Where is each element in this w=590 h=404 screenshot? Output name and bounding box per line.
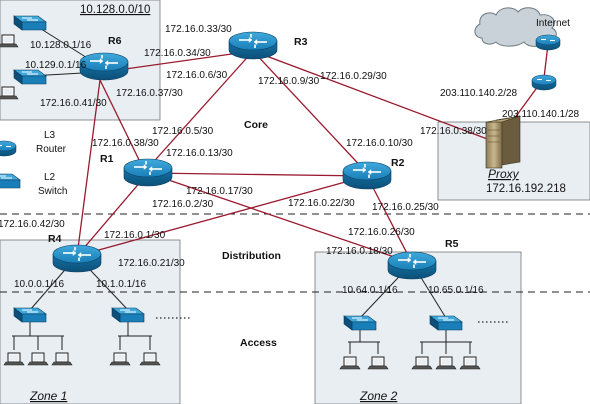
ip-r3-r1: 172.16.0.6/30 (166, 70, 228, 81)
legend-l2-line2: Switch (38, 186, 67, 197)
router-r6[interactable] (79, 52, 129, 81)
legend-l2-line1: L2 (44, 172, 56, 183)
router-r6-label: R6 (108, 35, 122, 47)
ip-r1-r4: 172.16.0.2/30 (152, 199, 214, 210)
link-r6-r4 (76, 79, 101, 257)
router-isp[interactable] (531, 74, 557, 91)
zone1-switch-right[interactable] (111, 307, 145, 323)
internet-cloud: Internet (474, 7, 570, 47)
ip-r1-r3: 172.16.0.5/30 (152, 126, 214, 137)
proxy-ip-label: 172.16.192.218 (486, 183, 566, 195)
ip-r3-r6: 172.16.0.33/30 (165, 24, 232, 35)
ip-r1-r6: 172.16.0.38/30 (92, 138, 159, 149)
zone1-label: Zone 1 (29, 389, 67, 403)
router-r4[interactable] (52, 244, 102, 273)
link-r3-proxy (252, 50, 491, 141)
r6-switch-top[interactable] (13, 15, 47, 31)
ip-r3-proxy: 172.16.0.29/30 (320, 71, 387, 82)
dotted-continuations (156, 317, 508, 323)
link-r2-r5 (366, 175, 413, 264)
router-r3-label: R3 (294, 36, 308, 48)
ip-r6-lan1: 10.128.0.1/16 (30, 40, 92, 51)
layer-core-label: Core (244, 119, 268, 131)
ip-r5-r1: 172.16.0.18/30 (326, 246, 393, 257)
r6-switch-bottom[interactable] (13, 69, 47, 85)
ip-r6-r1: 172.16.0.37/30 (116, 88, 183, 99)
proxy-server[interactable] (485, 115, 521, 169)
link-r6-r1 (99, 79, 144, 169)
ip-r4-lan2: 10.1.0.1/16 (96, 279, 146, 290)
ip-r5-r2: 172.16.0.26/30 (348, 227, 415, 238)
layer-distribution-label: Distribution (222, 250, 281, 262)
legend-l3-line1: L3 (44, 130, 56, 141)
router-r1[interactable] (123, 158, 173, 187)
ip-r4-r6: 172.16.0.42/30 (0, 219, 65, 230)
legend-switch-icon (0, 173, 21, 189)
ip-isp-down: 203.110.140.1/28 (502, 109, 580, 120)
router-r2-label: R2 (391, 157, 405, 169)
zone1-switch-left[interactable] (13, 307, 47, 323)
router-r5-label: R5 (445, 238, 459, 250)
router-r3[interactable] (228, 31, 278, 60)
proxy-label: Proxy (488, 167, 520, 181)
router-r4-label: R4 (48, 233, 62, 245)
legend: L3 Router L2 Switch (0, 130, 67, 197)
ip-r1-r5: 172.16.0.17/30 (186, 186, 253, 197)
link-r1-r4 (76, 172, 149, 257)
legend-router-icon (0, 140, 17, 157)
link-r1-r5 (147, 172, 413, 264)
network-block-label: 10.128.0.0/10 (80, 4, 150, 16)
ip-r4-r1: 172.16.0.1/30 (104, 230, 166, 241)
ip-r4-r2: 172.16.0.21/30 (118, 258, 185, 269)
link-r6-r3 (103, 50, 254, 73)
link-r3-r2 (252, 50, 368, 174)
legend-l3-line2: Router (36, 144, 67, 155)
links (76, 43, 549, 264)
link-r2-r4 (76, 175, 368, 257)
zone2-label: Zone 2 (359, 389, 398, 403)
layer-dividers (0, 213, 590, 293)
router-internet-edge[interactable] (535, 34, 561, 51)
link-r3-r1 (147, 50, 254, 169)
router-r1-label: R1 (100, 153, 114, 165)
ip-proxy-up: 203.110.140.2/28 (440, 88, 518, 99)
ip-r6-r4: 172.16.0.41/30 (40, 98, 107, 109)
zone2-switch-right[interactable] (429, 315, 463, 331)
labels: 10.128.0.0/10 R6 R3 R1 R2 R4 R5 Core Dis… (0, 4, 580, 403)
ip-r3-r2: 172.16.0.9/30 (258, 76, 320, 87)
ip-r5-lan2: 10.65.0.1/16 (428, 285, 484, 296)
layer-access-label: Access (240, 337, 277, 349)
router-r5[interactable] (387, 251, 437, 280)
ip-r2-r3: 172.16.0.10/30 (346, 138, 413, 149)
ip-r5-lan1: 10.64.0.1/16 (342, 285, 398, 296)
zone2-switch-left[interactable] (343, 315, 377, 331)
router-r2[interactable] (342, 161, 392, 190)
ip-r6-lan2: 10.129.0.1/16 (25, 60, 87, 71)
ip-r6-r3: 172.16.0.34/30 (144, 48, 211, 59)
ip-r4-lan1: 10.0.0.1/16 (14, 279, 64, 290)
ip-r2-r4: 172.16.0.22/30 (288, 198, 355, 209)
ip-r2-r5: 172.16.0.25/30 (372, 202, 439, 213)
ip-proxy-r3: 172.16.0.38/30 (420, 126, 487, 137)
link-r1-r2 (147, 172, 368, 177)
internet-label: Internet (536, 18, 570, 29)
ip-r1-r2: 172.16.0.13/30 (166, 148, 233, 159)
